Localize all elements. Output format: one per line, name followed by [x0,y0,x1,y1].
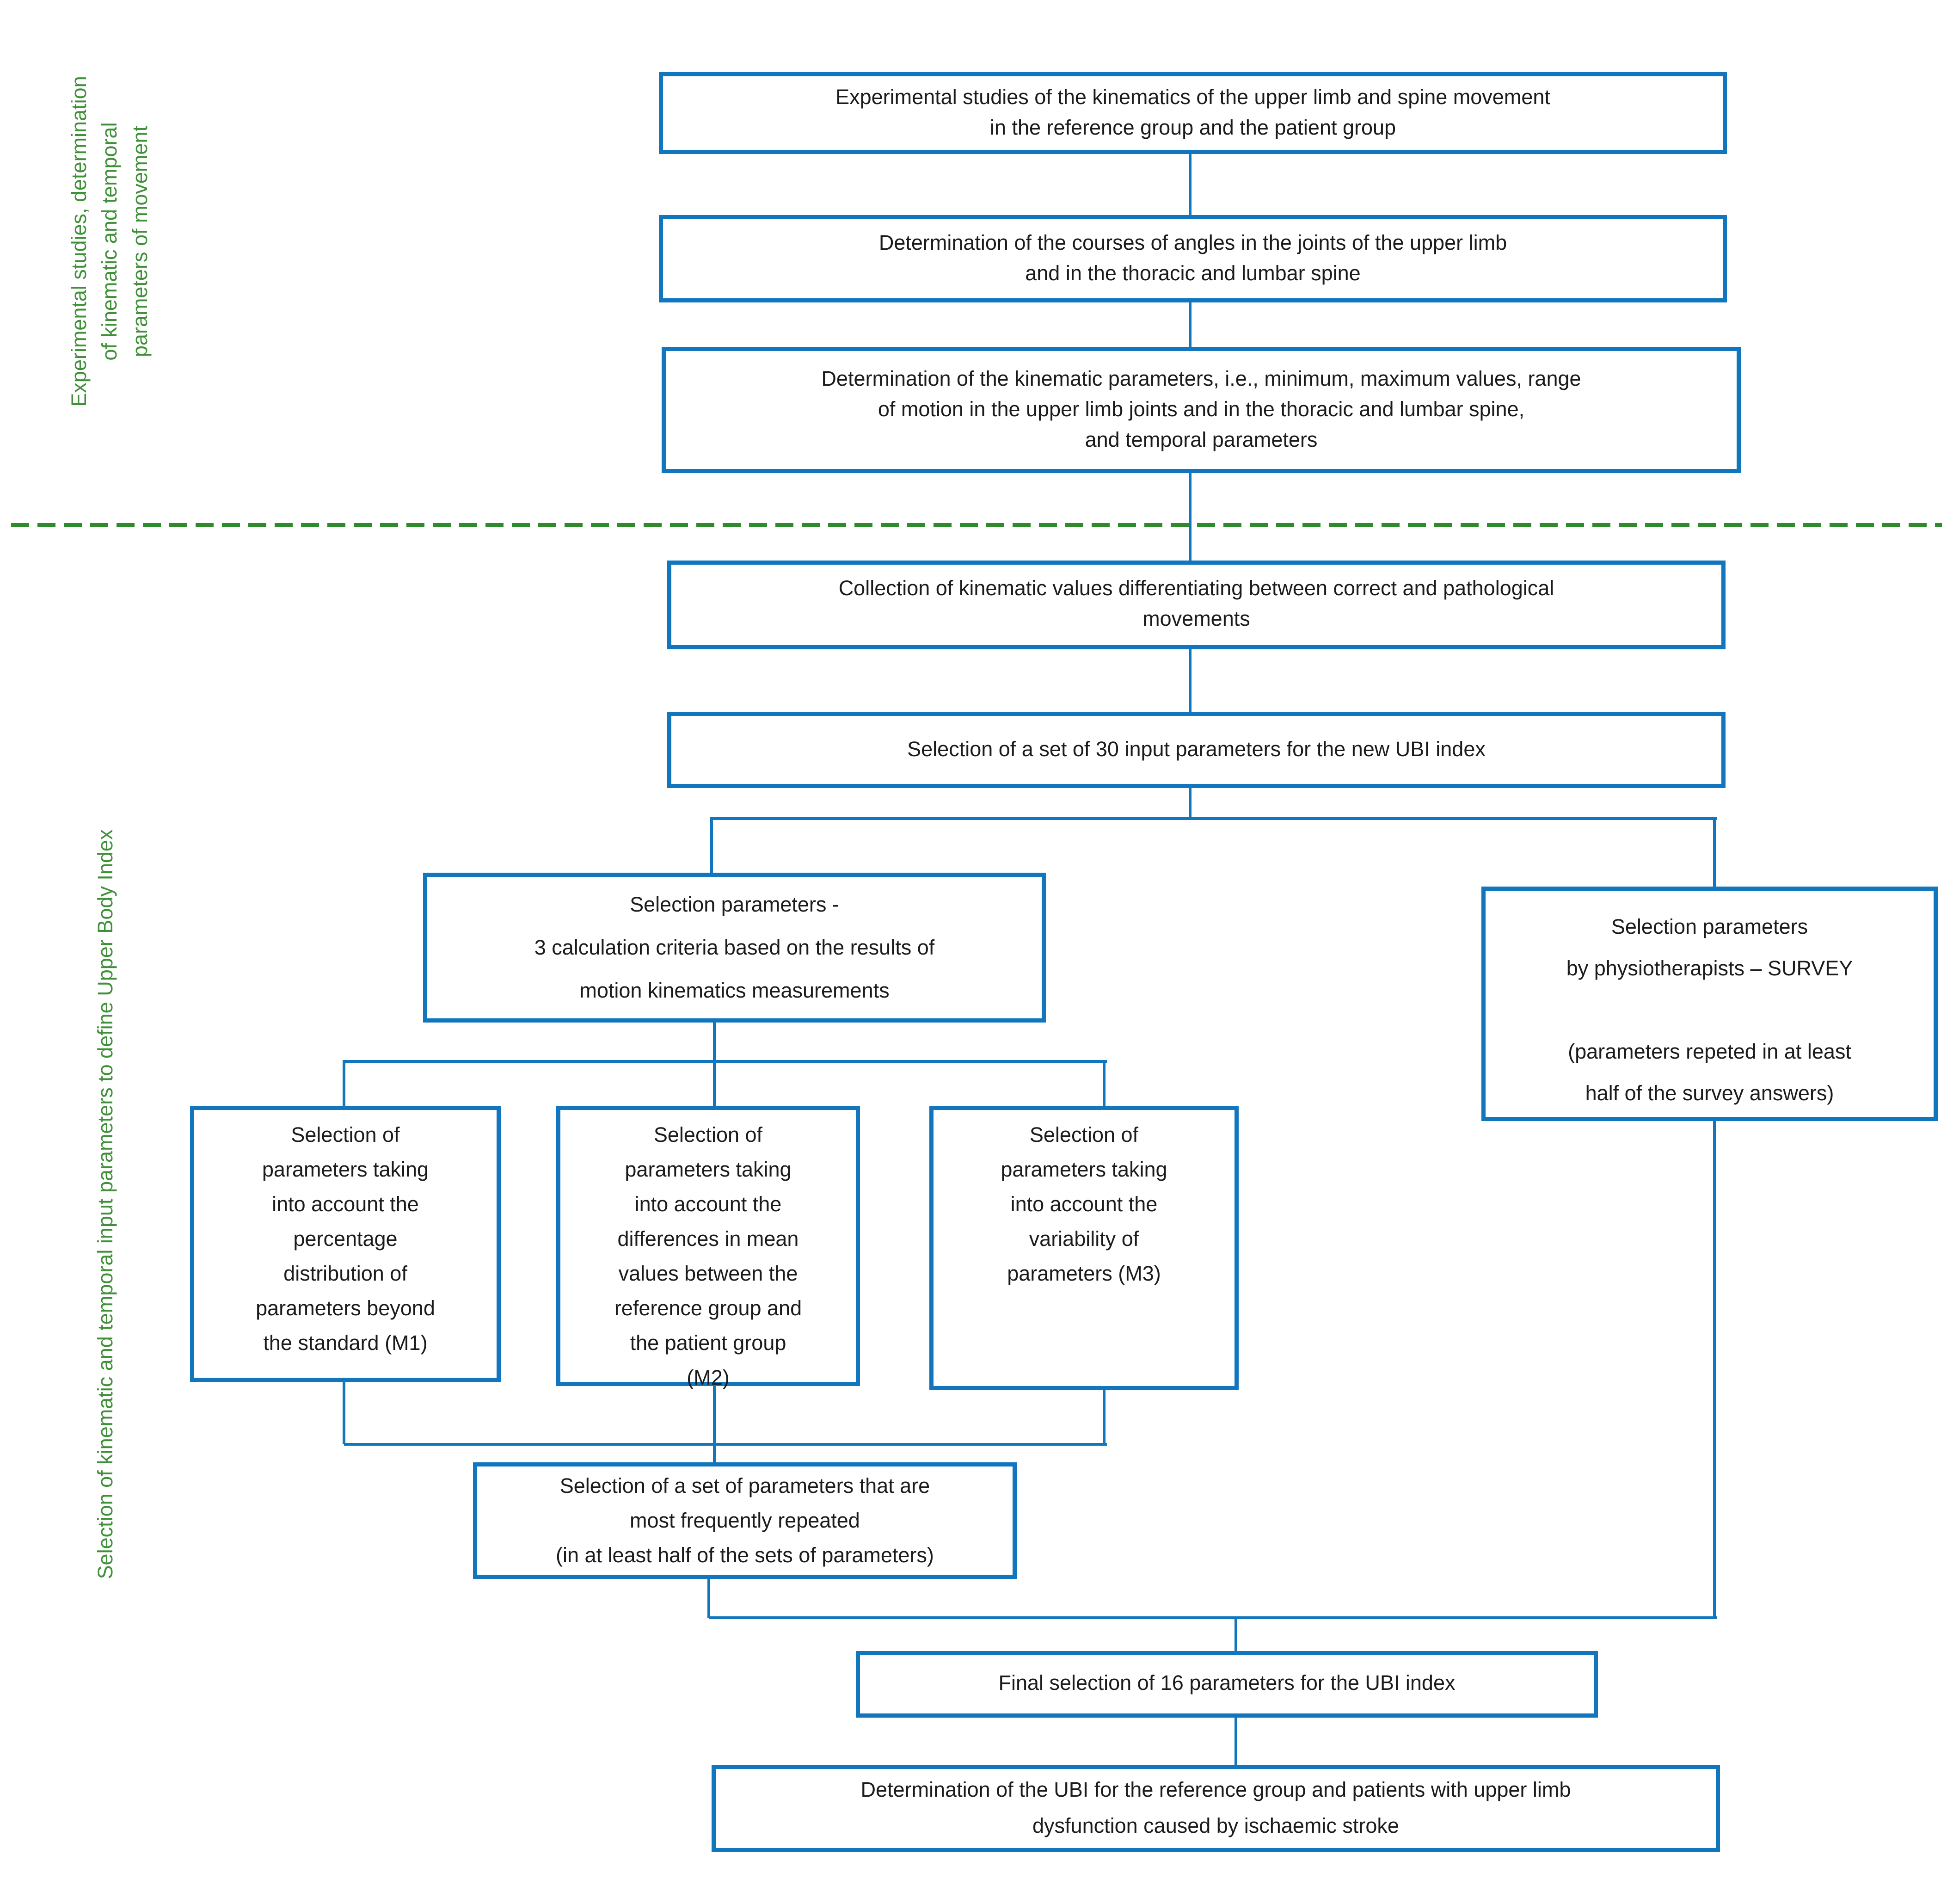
flow-box-kinematic-parameters: Determination of the kinematic parameter… [662,347,1741,473]
flow-box-experimental-studies: Experimental studies of the kinematics o… [659,72,1727,154]
flow-box-m1: Selection of parameters taking into acco… [190,1106,501,1382]
connector-line [1189,473,1192,561]
connector-line [1235,1616,1237,1651]
connector-line [1103,1060,1106,1106]
flow-box-final-selection-16: Final selection of 16 parameters for the… [856,1651,1598,1718]
connector-line [1189,649,1192,712]
connector-line [344,1443,1107,1446]
connector-line [1713,1121,1716,1619]
flow-box-most-frequent-parameters: Selection of a set of parameters that ar… [473,1462,1017,1579]
phase-label-experimental-studies: Experimental studies, determination of k… [68,76,153,407]
phase-divider-dashed-line [11,523,1942,527]
flow-box-physiotherapist-survey: Selection parameters by physiotherapists… [1481,887,1938,1121]
connector-line [1189,788,1192,819]
connector-line [713,1023,716,1061]
connector-line [1189,302,1192,347]
connector-line [713,1060,716,1106]
connector-line [713,1386,716,1444]
flow-box-m2: Selection of parameters taking into acco… [556,1106,860,1390]
connector-line [713,1443,716,1462]
flow-box-collection-of-values: Collection of kinematic values different… [667,561,1726,649]
connector-line [343,1060,345,1106]
connector-line [1713,817,1716,887]
phase-label-selection-parameters: Selection of kinematic and temporal inpu… [94,829,118,1579]
connector-line [344,1060,1107,1063]
flow-box-selection-30-inputs: Selection of a set of 30 input parameter… [667,712,1726,788]
connector-line [710,817,713,873]
connector-line [1189,154,1192,215]
connector-line [1103,1390,1106,1444]
connector-line [707,1579,710,1618]
flow-box-m3: Selection of parameters taking into acco… [929,1106,1239,1390]
connector-line [1235,1718,1237,1765]
connector-line [712,817,1717,820]
flow-box-calculation-criteria: Selection parameters - 3 calculation cri… [423,873,1046,1023]
connector-line [343,1382,345,1444]
flow-box-determination-ubi: Determination of the UBI for the referen… [712,1765,1720,1852]
connector-line [709,1616,1717,1619]
flow-box-courses-of-angles: Determination of the courses of angles i… [659,215,1727,302]
